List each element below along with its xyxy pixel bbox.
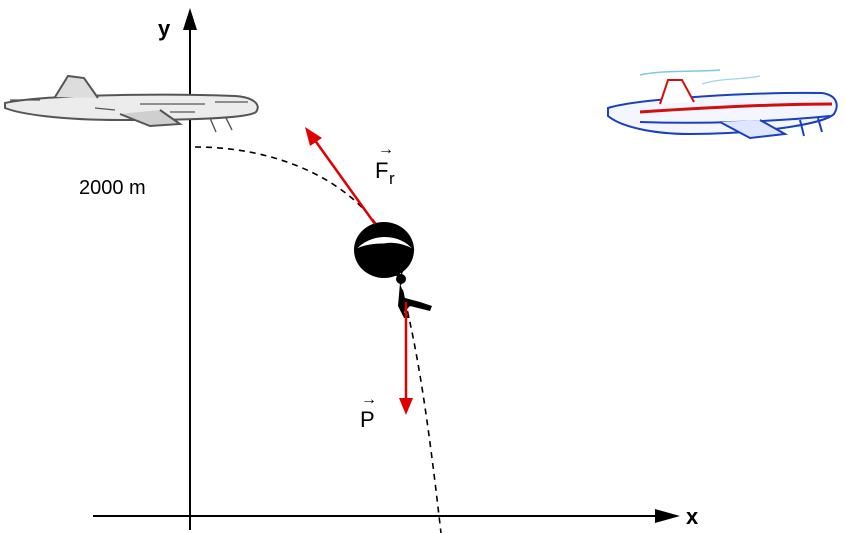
drag-vector-arrow-mark: →	[378, 141, 394, 158]
y-axis	[183, 8, 197, 530]
weight-force-label: → P	[360, 391, 377, 432]
drag-force-label: → F r	[375, 141, 395, 188]
x-axis-label: x	[686, 504, 699, 529]
trajectory-curve	[194, 146, 442, 533]
plane-left-image	[4, 74, 259, 133]
weight-vector-arrow-mark: →	[361, 391, 377, 408]
weight-force-vector	[399, 302, 413, 415]
drag-force-symbol: F	[375, 158, 388, 183]
plane-right-image	[607, 69, 838, 140]
drag-force-subscript: r	[389, 169, 395, 188]
weight-force-symbol: P	[360, 407, 375, 432]
drag-force-vector	[305, 127, 377, 225]
altitude-label: 2000 m	[79, 177, 146, 199]
x-axis	[93, 509, 680, 523]
parachutist-figure	[354, 222, 432, 318]
y-axis-label: y	[158, 16, 171, 41]
